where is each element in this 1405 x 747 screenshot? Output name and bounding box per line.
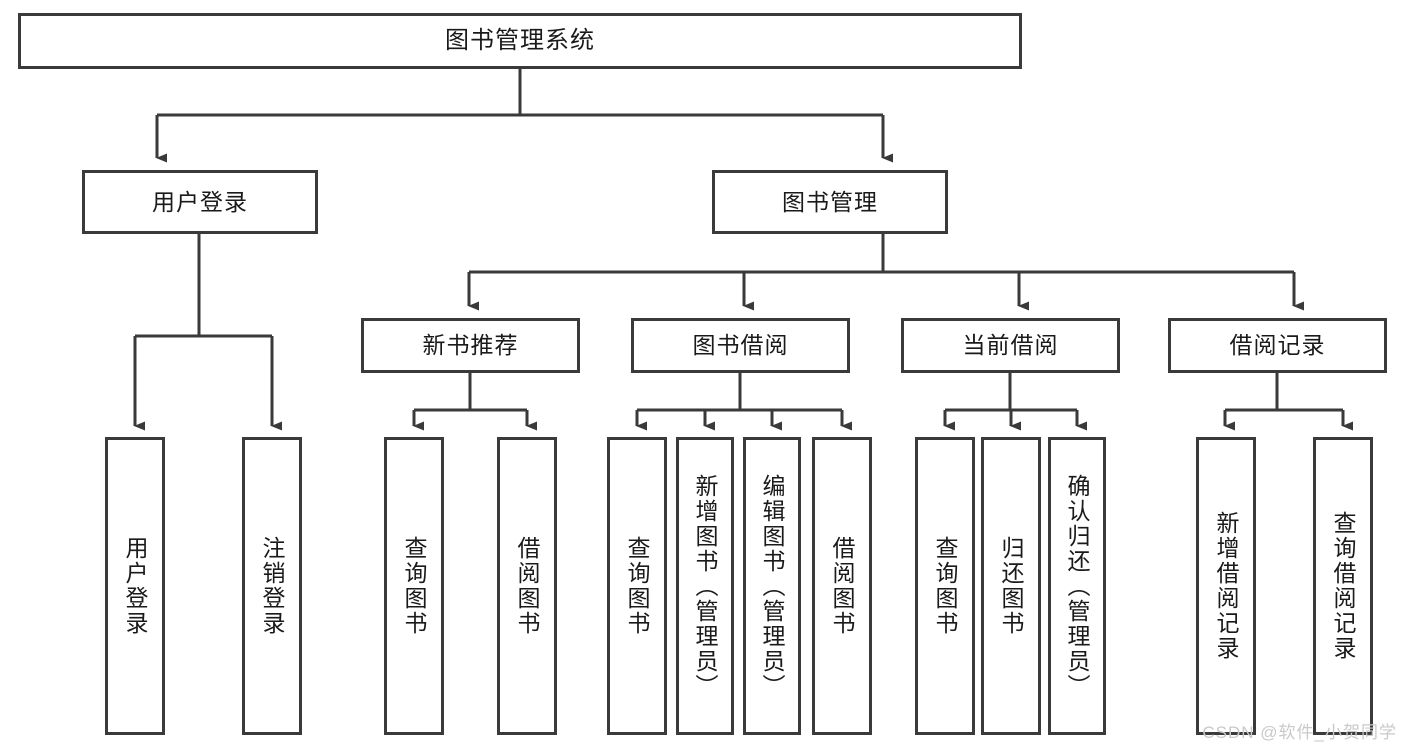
- node-label: 查询借阅记录: [1330, 511, 1357, 661]
- node-book-borrow[interactable]: 图书借阅: [631, 318, 850, 373]
- leaf-query-book-current[interactable]: 查询图书: [915, 437, 975, 735]
- node-label: 图书管理系统: [445, 27, 595, 55]
- leaf-query-borrow-record[interactable]: 查询借阅记录: [1313, 437, 1373, 735]
- node-label: 图书借阅: [692, 332, 789, 359]
- leaf-user-logout[interactable]: 注销登录: [242, 437, 302, 735]
- node-label: 查询图书: [401, 536, 428, 636]
- node-user-login[interactable]: 用户登录: [82, 170, 318, 234]
- node-current-borrow[interactable]: 当前借阅: [901, 318, 1120, 373]
- node-label: 编辑图书（管理员）: [759, 473, 786, 699]
- leaf-user-login[interactable]: 用户登录: [105, 437, 165, 735]
- node-label: 当前借阅: [962, 332, 1059, 359]
- node-label: 确认归还（管理员）: [1064, 473, 1091, 699]
- leaf-return-book[interactable]: 归还图书: [981, 437, 1041, 735]
- node-label: 图书管理: [782, 188, 878, 215]
- watermark-text: CSDN @软件_小贺同学: [1202, 723, 1397, 742]
- node-label: 用户登录: [122, 536, 149, 636]
- node-label: 借阅图书: [829, 536, 856, 636]
- node-label: 新增图书（管理员）: [692, 473, 719, 699]
- node-label: 用户登录: [152, 188, 248, 215]
- leaf-borrow-book[interactable]: 借阅图书: [812, 437, 872, 735]
- leaf-query-book-recommend[interactable]: 查询图书: [384, 437, 444, 735]
- node-new-book-recommend[interactable]: 新书推荐: [361, 318, 580, 373]
- node-book-manage[interactable]: 图书管理: [712, 170, 948, 234]
- node-label: 查询图书: [932, 536, 959, 636]
- leaf-borrow-book-recommend[interactable]: 借阅图书: [497, 437, 557, 735]
- leaf-confirm-return[interactable]: 确认归还（管理员）: [1048, 437, 1106, 735]
- leaf-add-borrow-record[interactable]: 新增借阅记录: [1196, 437, 1256, 735]
- node-label: 新书推荐: [422, 332, 519, 359]
- leaf-query-book-borrow[interactable]: 查询图书: [607, 437, 667, 735]
- node-borrow-record[interactable]: 借阅记录: [1168, 318, 1387, 373]
- node-label: 归还图书: [998, 536, 1025, 636]
- node-label: 注销登录: [259, 536, 286, 636]
- node-label: 查询图书: [624, 536, 651, 636]
- node-label: 借阅图书: [514, 536, 541, 636]
- leaf-edit-book[interactable]: 编辑图书（管理员）: [743, 437, 801, 735]
- node-label: 新增借阅记录: [1213, 511, 1240, 661]
- node-label: 借阅记录: [1229, 332, 1326, 359]
- leaf-add-book[interactable]: 新增图书（管理员）: [676, 437, 734, 735]
- node-root-system[interactable]: 图书管理系统: [18, 13, 1022, 69]
